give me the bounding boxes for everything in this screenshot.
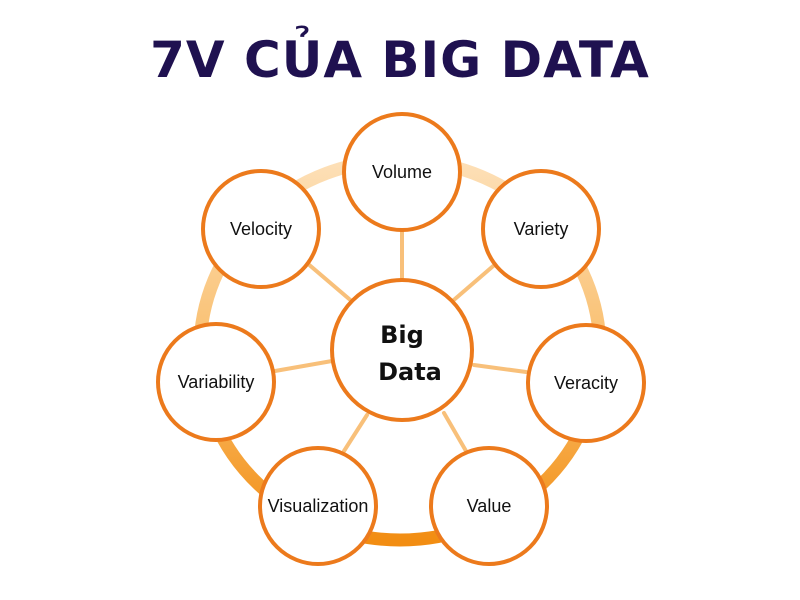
center-node: Big Data	[330, 278, 474, 422]
spoke-variety	[446, 259, 501, 307]
node-velocity: Velocity	[201, 169, 321, 289]
spoke-visualization	[342, 413, 369, 453]
spokes	[273, 228, 528, 453]
node-visualization-label: Visualization	[268, 496, 369, 516]
node-volume: Volume	[342, 112, 462, 232]
spoke-variability	[273, 359, 334, 373]
node-variety: Variety	[481, 169, 601, 289]
node-veracity-label: Veracity	[554, 373, 618, 393]
node-variability: Variability	[156, 322, 276, 442]
node-visualization: Visualization	[258, 446, 378, 566]
node-volume-label: Volume	[372, 162, 432, 182]
center-label-line1: Big	[380, 321, 424, 349]
node-value-label: Value	[467, 496, 512, 516]
spoke-velocity	[305, 261, 357, 306]
node-veracity: Veracity	[526, 323, 646, 443]
node-velocity-label: Velocity	[230, 219, 292, 239]
node-value: Value	[429, 446, 549, 566]
node-variability-label: Variability	[178, 372, 255, 392]
spoke-value	[442, 411, 468, 453]
spoke-veracity	[472, 363, 528, 374]
page-title: 7V CỦA BIG DATA	[150, 31, 650, 89]
center-label-line2: Data	[378, 358, 442, 386]
node-variety-label: Variety	[514, 219, 569, 239]
